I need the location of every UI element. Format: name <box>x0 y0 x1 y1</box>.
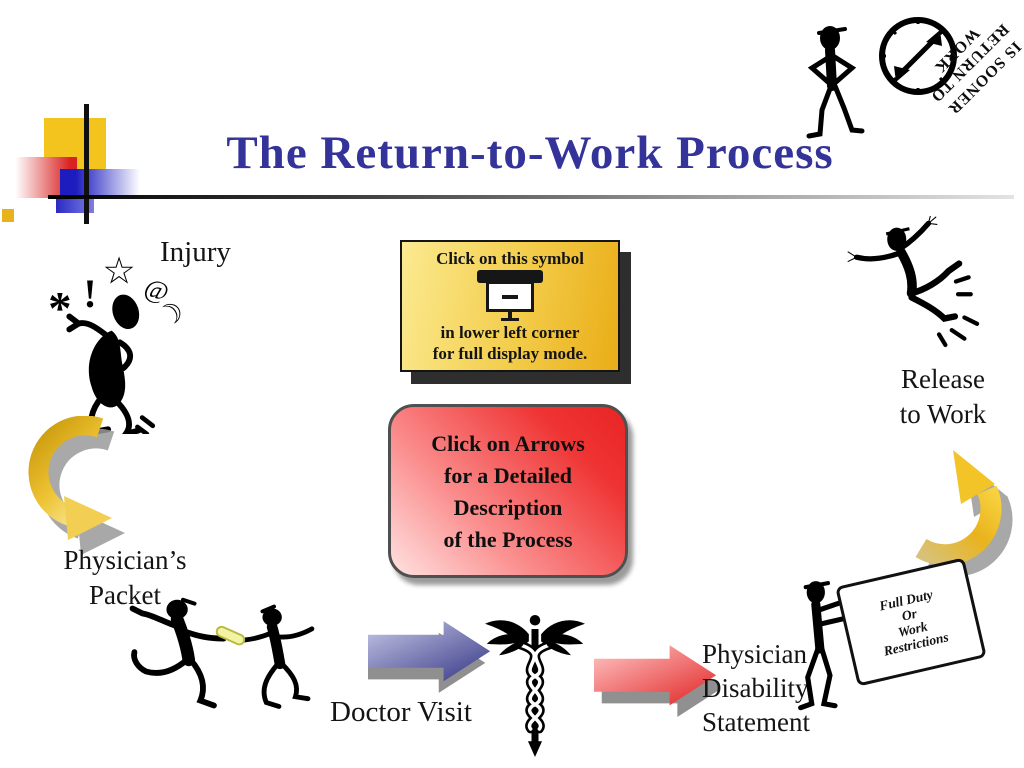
jumping-figure-icon <box>847 216 980 348</box>
caduceus-icon <box>485 614 585 758</box>
decor-gold-small-square <box>2 209 14 222</box>
click-arrows-action-box: Click on Arrows for a Detailed Descripti… <box>388 404 628 578</box>
curved-arrow-release-icon[interactable] <box>895 436 1023 576</box>
svg-text:*: * <box>48 283 72 335</box>
release-line-1: Release <box>901 364 985 394</box>
action-box-line-4: of the Process <box>443 526 573 552</box>
screen-icon-stem <box>508 312 512 318</box>
label-physicians-packet: Physician’s Packet <box>38 543 212 613</box>
pds-line-3: Statement <box>702 707 810 737</box>
injured-figure-icon: * ! ☆ @ ☽ <box>48 252 190 434</box>
info-box-line-3: for full display mode. <box>432 344 588 363</box>
screen-icon-top-bar <box>477 270 543 283</box>
label-doctor-visit: Doctor Visit <box>330 696 472 728</box>
packet-line-1: Physician’s <box>63 545 187 575</box>
release-line-2: to Work <box>899 399 987 429</box>
screen-icon-dash <box>502 294 518 299</box>
full-display-info-box: Click on this symbol in lower left corne… <box>400 240 620 372</box>
packet-line-2: Packet <box>89 580 161 610</box>
label-physician-disability-statement: Physician Disability Statement <box>702 637 902 739</box>
action-box-line-2: for a Detailed <box>444 462 572 488</box>
clock-watcher-figure-icon <box>806 17 957 139</box>
projector-screen-icon[interactable] <box>477 270 543 321</box>
curved-arrow-packet-icon[interactable] <box>20 416 128 560</box>
info-box-line-1: Click on this symbol <box>436 249 584 268</box>
label-injury: Injury <box>160 236 231 268</box>
pds-line-1: Physician <box>702 639 807 669</box>
label-release-to-work: Release to Work <box>878 362 1008 432</box>
screen-icon-base <box>501 318 519 321</box>
screen-icon-screen <box>486 281 534 312</box>
arrow-doctor-visit-icon[interactable] <box>368 618 494 698</box>
svg-text:☆: ☆ <box>102 252 136 293</box>
action-box-line-1: Click on Arrows <box>431 430 585 456</box>
info-box-line-2: in lower left corner <box>440 323 580 342</box>
decor-vertical-line <box>84 104 89 224</box>
page-title: The Return-to-Work Process <box>226 127 834 179</box>
relay-runners-icon <box>129 597 315 709</box>
title-underline <box>48 195 1014 199</box>
svg-text:!: ! <box>83 271 96 316</box>
decor-blue-rect <box>60 169 140 199</box>
arrow-disability-statement-icon[interactable] <box>594 642 720 726</box>
action-box-line-3: Description <box>453 494 563 520</box>
pds-line-2: Disability <box>702 673 809 703</box>
